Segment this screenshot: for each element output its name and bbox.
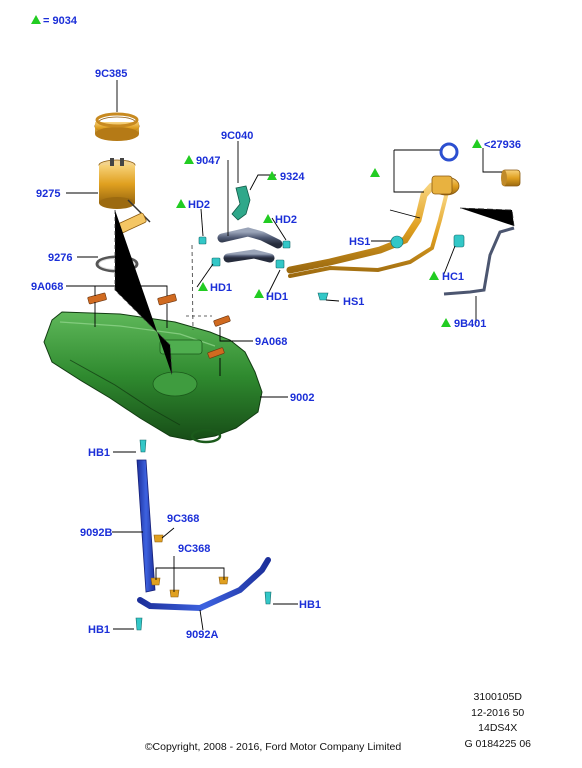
green-triangle-icon [31, 15, 41, 24]
part-labels: 9C385 9275 9276 9A068 9A068 9002 9C040 9… [31, 68, 521, 641]
green-triangle-icon [472, 139, 482, 148]
nuts-9C368 [150, 534, 229, 598]
hose-9047 [217, 227, 283, 263]
label-9C368-b: 9C368 [178, 543, 210, 555]
reference-block: 3100105D 12-2016 50 14DS4X G 0184225 06 [464, 690, 531, 752]
reference-line-3: 14DS4X [478, 722, 518, 734]
fittings-HS-HC [317, 234, 465, 301]
reference-line-4: G 0184225 06 [464, 737, 531, 750]
legend: = 9034 [31, 15, 78, 27]
label-9324: 9324 [280, 171, 305, 183]
label-9002: 9002 [290, 392, 314, 404]
clamps-HD [198, 236, 291, 269]
green-triangle-icon [263, 214, 273, 223]
bolts-HB1 [135, 439, 272, 631]
strap-9092A [137, 557, 271, 612]
lock-ring-9C385 [94, 112, 140, 141]
label-9B401: 9B401 [454, 318, 486, 330]
green-triangle-markers [176, 139, 482, 327]
fuel-pump-sender-9275 [98, 158, 151, 234]
label-9C040: 9C040 [221, 130, 253, 142]
green-triangle-icon [254, 289, 264, 298]
green-triangle-icon [267, 171, 277, 180]
label-HD1-left: HD1 [210, 282, 232, 294]
green-triangle-icon [198, 282, 208, 291]
strap-9092B [136, 459, 156, 593]
label-HB1-bottom: HB1 [88, 624, 110, 636]
label-9C385: 9C385 [95, 68, 127, 80]
green-triangle-icon [184, 155, 194, 164]
vent-hose-9B401 [443, 226, 515, 296]
label-HD2-left: HD2 [188, 199, 210, 211]
label-HB1-right: HB1 [299, 599, 321, 611]
fuel-cap-27936 [501, 169, 521, 187]
green-triangle-icon [370, 168, 380, 177]
reference-line-1: 3100105D [473, 691, 522, 703]
label-27936: <27936 [484, 139, 521, 151]
label-HD2-right: HD2 [275, 214, 297, 226]
reference-line-2: 12-2016 50 [471, 706, 525, 719]
green-triangle-icon [429, 271, 439, 280]
filler-seal [439, 142, 459, 162]
label-HC1: HC1 [442, 271, 464, 283]
green-triangle-icon [176, 199, 186, 208]
label-9C368-a: 9C368 [167, 513, 199, 525]
connector-9C040 [231, 185, 251, 221]
label-HB1-top: HB1 [88, 447, 110, 459]
label-9092B: 9092B [80, 527, 112, 539]
copyright-notice: ©Copyright, 2008 - 2016, Ford Motor Comp… [144, 741, 402, 753]
leader-lines [66, 80, 502, 631]
label-HS1-left: HS1 [349, 236, 370, 248]
strap-pads-9A068 [87, 292, 231, 359]
filler-pipe [286, 175, 460, 278]
label-9275: 9275 [36, 188, 60, 200]
label-HS1-right: HS1 [343, 296, 364, 308]
green-triangle-icon [441, 318, 451, 327]
label-9A068-right: 9A068 [255, 336, 287, 348]
legend-text: = 9034 [43, 15, 78, 27]
fuel-tank-9002 [43, 311, 263, 444]
label-9092A: 9092A [186, 629, 218, 641]
label-9A068-left: 9A068 [31, 281, 63, 293]
label-9276: 9276 [48, 252, 72, 264]
dashed-reference-lines [114, 207, 515, 376]
label-HD1-right: HD1 [266, 291, 288, 303]
label-9047: 9047 [196, 155, 220, 167]
